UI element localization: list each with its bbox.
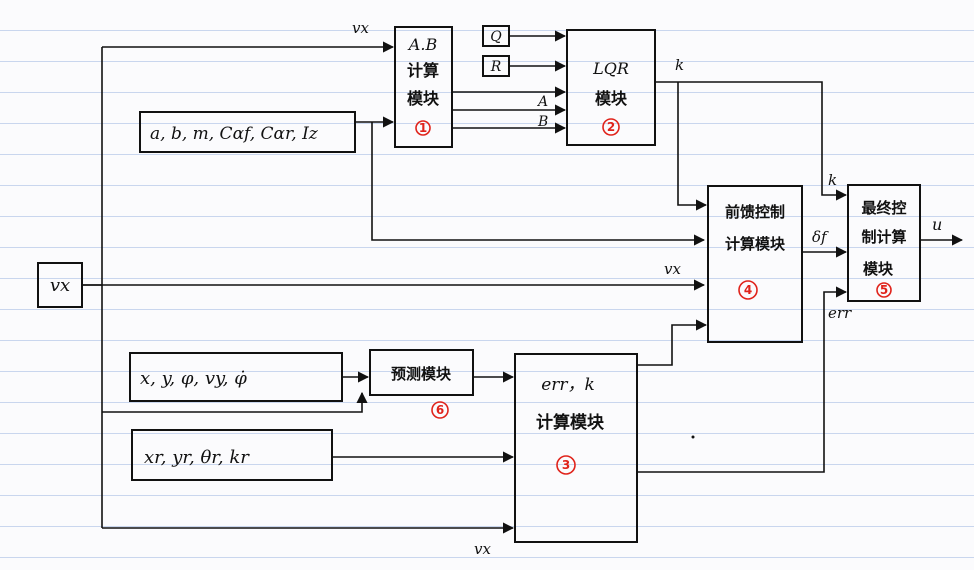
k-final-label: k <box>828 171 837 189</box>
err-label-line-2: 计算模块 <box>536 412 605 433</box>
q-label: Q <box>490 29 502 45</box>
vx-input-label: vx <box>50 275 70 296</box>
params-input-box <box>139 111 356 153</box>
ab-label-line-2: 计算 <box>407 61 439 80</box>
pred-number-circle <box>431 401 449 419</box>
err-k-compute-module <box>514 353 638 543</box>
lqr-label-line-2: 模块 <box>595 89 628 108</box>
final-number-circle <box>876 282 892 298</box>
final-label-line-3: 模块 <box>863 260 894 278</box>
pred-label-line-1: 预测模块 <box>391 365 452 383</box>
prediction-module <box>369 349 474 396</box>
lqr-module-number: 2 <box>607 120 615 134</box>
ff-number-circle <box>738 280 758 300</box>
ff-module-number: 4 <box>744 283 752 297</box>
stray-dot <box>691 435 695 439</box>
ab-module-number: 1 <box>419 121 427 135</box>
vx-err-label: vx <box>474 540 491 558</box>
k-top-label: k <box>675 56 684 74</box>
u-output-label: u <box>932 215 942 234</box>
vx-to-pred-wire <box>102 391 368 413</box>
final-module-label: 最终控 制计算 模块 5 <box>861 199 907 298</box>
k-to-ff-wire <box>677 82 708 211</box>
lqr-module-label: LQR 模块 2 <box>592 59 629 136</box>
final-module-number: 5 <box>880 283 888 297</box>
pred-module-label: 预测模块 6 <box>391 365 452 419</box>
ff-label-line-2: 计算模块 <box>725 235 786 253</box>
pred-module-number: 6 <box>436 403 444 417</box>
ff-label-line-1: 前馈控制 <box>725 203 785 221</box>
params-to-ff-wire <box>371 122 706 246</box>
ab-number-circle <box>415 120 431 136</box>
lqr-label-line-1: LQR <box>592 59 629 78</box>
ab-label-line-3: 模块 <box>407 89 440 108</box>
err-module-number: 3 <box>562 458 570 472</box>
feedforward-module <box>707 185 803 343</box>
ff-module-label: 前馈控制 计算模块 4 <box>725 203 786 300</box>
err-module-to-ff-wire <box>637 319 708 366</box>
err-number-circle <box>556 455 576 475</box>
state-label: x, y, φ, vy, φ̇ <box>140 368 247 389</box>
err-label-line-1: err，k <box>541 375 595 395</box>
ab-module-label: A.B 计算 模块 1 <box>407 35 440 136</box>
r-label: R <box>490 59 502 75</box>
ab-label-line-1: A.B <box>407 35 438 54</box>
k-to-final-wire <box>655 81 848 201</box>
err-to-final-wire <box>637 286 848 473</box>
err-module-label: err，k 计算模块 3 <box>536 375 605 475</box>
err-signal-label: err <box>828 304 852 322</box>
vx-ab-label: vx <box>352 19 369 37</box>
lqr-module <box>566 29 656 146</box>
signal-a-label: A <box>536 94 548 110</box>
final-label-line-2: 制计算 <box>861 228 906 246</box>
final-label-line-1: 最终控 <box>861 199 906 217</box>
ab-compute-module <box>394 26 453 148</box>
final-control-module <box>847 184 921 302</box>
lqr-number-circle <box>602 118 620 136</box>
params-label: a, b, m, Cαf, Cαr, Iz <box>150 124 319 144</box>
reference-input-box <box>131 429 333 481</box>
vx-ff-label: vx <box>664 260 681 278</box>
deltaf-label: δf <box>812 228 829 246</box>
signal-b-label: B <box>537 114 548 130</box>
reference-label: xr, yr, θr, kr <box>144 447 250 468</box>
